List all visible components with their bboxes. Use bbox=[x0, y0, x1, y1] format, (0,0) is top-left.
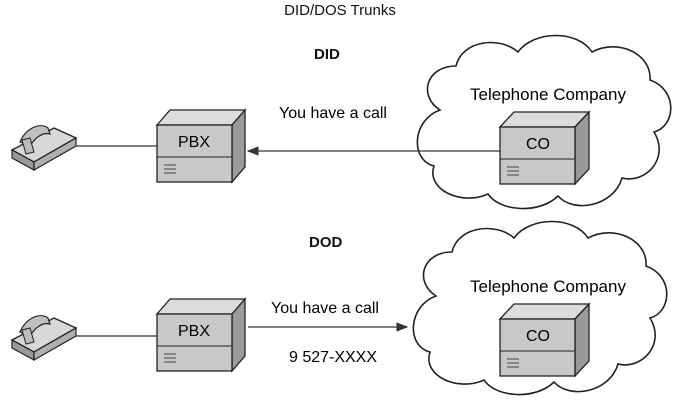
dod-section: PBX You have a call 9 527-XXXX CO Teleph… bbox=[10, 220, 668, 396]
dod-pbx-label: PBX bbox=[178, 323, 210, 340]
did-cloud-label: Telephone Company bbox=[470, 85, 626, 104]
did-pbx-label: PBX bbox=[178, 134, 210, 151]
dod-dial-string: 9 527-XXXX bbox=[289, 349, 377, 366]
did-co-box: CO bbox=[498, 110, 591, 186]
dod-heading: DOD bbox=[309, 234, 343, 251]
dod-cloud-label: Telephone Company bbox=[470, 277, 626, 296]
did-co-label: CO bbox=[526, 136, 550, 153]
dod-call-message: You have a call bbox=[271, 300, 379, 317]
did-pbx-box: PBX bbox=[155, 108, 247, 184]
dod-co-box: CO bbox=[498, 302, 591, 378]
dod-co-label: CO bbox=[526, 328, 550, 345]
did-call-message: You have a call bbox=[279, 105, 387, 122]
did-section: PBX You have a call CO Telephone Company bbox=[10, 34, 672, 210]
dod-pbx-box: PBX bbox=[155, 297, 247, 373]
diagram-title: DID/DOS Trunks bbox=[284, 2, 396, 19]
dod-phone-icon bbox=[10, 315, 78, 362]
did-heading: DID bbox=[314, 46, 340, 63]
did-phone-icon bbox=[10, 125, 78, 172]
